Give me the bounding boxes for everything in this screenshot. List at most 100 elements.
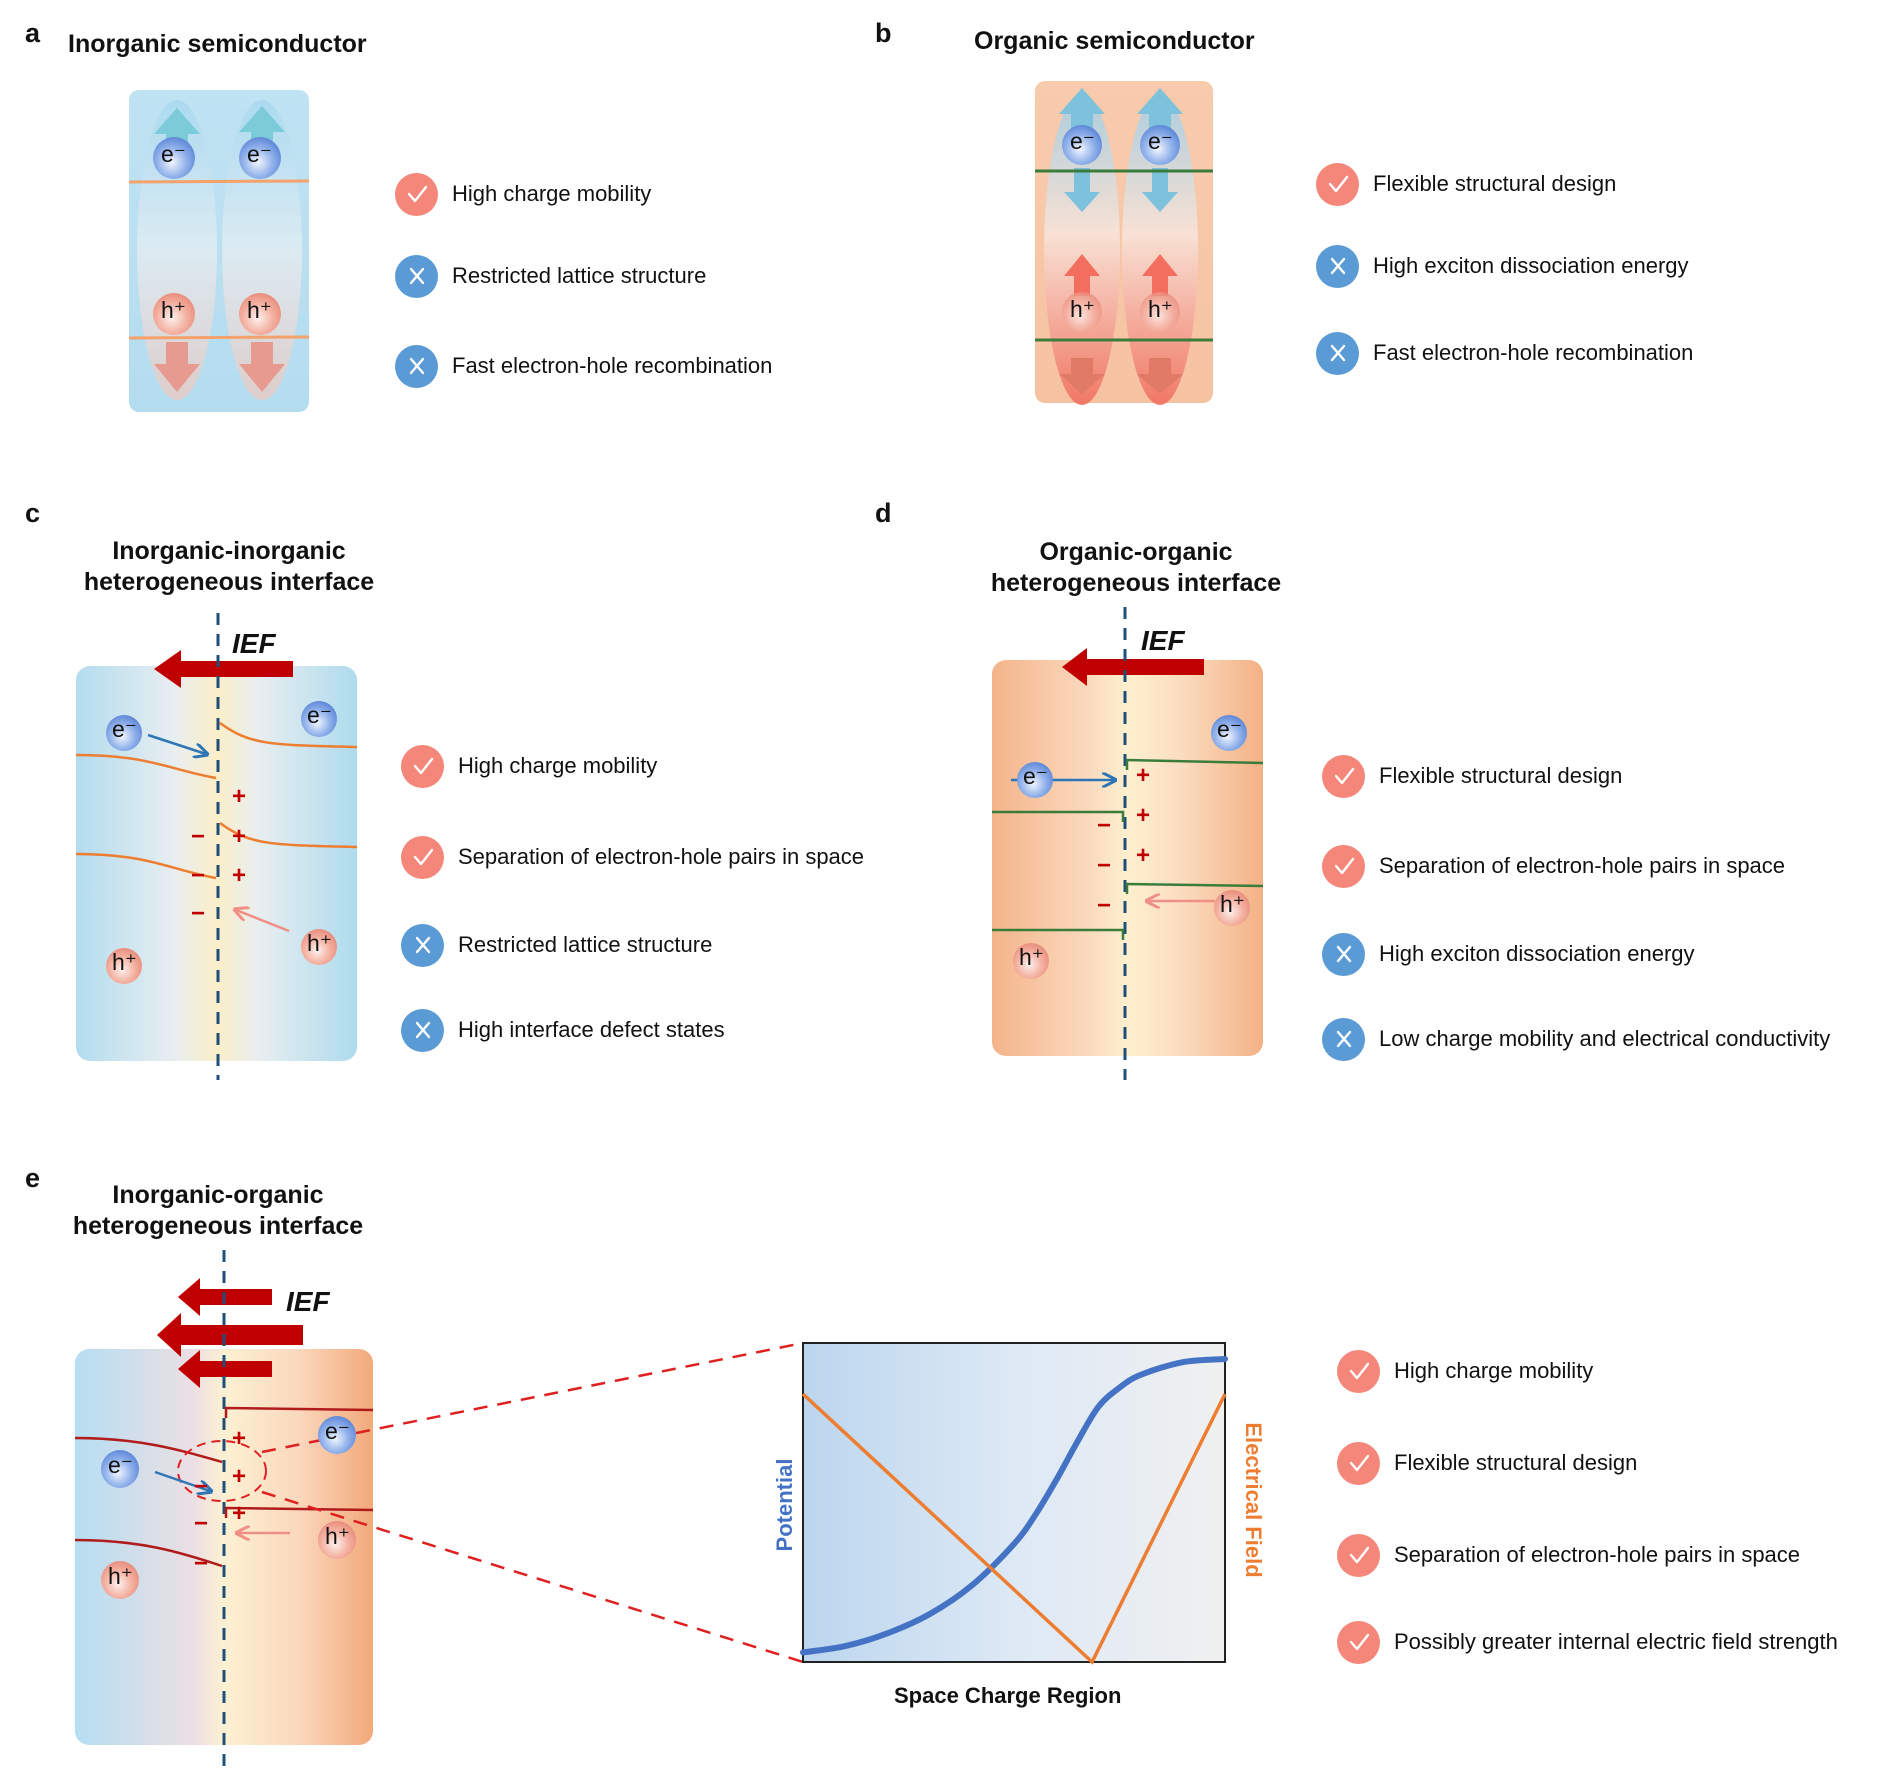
panel-e-item: Flexible structural design — [1337, 1440, 1637, 1486]
check-icon — [1316, 162, 1359, 206]
electron-label: e⁻ — [1148, 128, 1173, 154]
internal-electric-field-arrow — [178, 1350, 272, 1388]
panel-e-diagram — [74, 1250, 804, 1770]
panel-a-item: Restricted lattice structure — [395, 253, 706, 299]
check-icon — [1322, 754, 1365, 798]
zoom-callout-line — [261, 1341, 804, 1454]
electron — [153, 137, 195, 179]
positive-charge: + — [232, 1425, 247, 1452]
up-arrow-icon — [154, 108, 200, 150]
panel-label-c: c — [25, 498, 41, 528]
positive-charge: + — [232, 1500, 247, 1527]
electron — [106, 715, 142, 751]
panel-label-e: e — [25, 1163, 41, 1193]
panel-e-title: Inorganic-organic heterogeneous interfac… — [68, 1180, 368, 1243]
item-text: Separation of electron-hole pairs in spa… — [1379, 853, 1786, 878]
item-text: Low charge mobility and electrical condu… — [1379, 1026, 1831, 1051]
panel-label-d: d — [875, 498, 892, 528]
band-line — [224, 1406, 374, 1418]
check-icon — [395, 172, 438, 216]
electron-label: e⁻ — [325, 1418, 350, 1444]
band-line — [219, 721, 358, 749]
panel-d-title-line2: heterogeneous interface — [990, 569, 1282, 598]
panel-b-item: Fast electron-hole recombination — [1316, 330, 1693, 376]
cross-icon — [395, 344, 438, 388]
internal-electric-field-arrow — [1062, 648, 1204, 686]
panel-d-item: Flexible structural design — [1322, 753, 1622, 799]
electron — [318, 1416, 356, 1454]
hole-label: h⁺ — [325, 1523, 350, 1549]
cross-icon — [401, 1008, 444, 1052]
electron-label: e⁻ — [1070, 128, 1095, 154]
inorganic-inorganic-box — [76, 666, 357, 1061]
down-arrow-icon — [239, 342, 285, 392]
item-text: High exciton dissociation energy — [1379, 941, 1695, 966]
band-line — [1125, 882, 1264, 894]
panel-a-title: Inorganic semiconductor — [68, 30, 367, 58]
panel-label-a: a — [25, 18, 41, 48]
positive-charge: + — [1136, 762, 1151, 789]
electron-drift-arrow — [154, 1470, 210, 1491]
panel-a-diagram — [128, 90, 310, 412]
electron — [1017, 762, 1053, 798]
hole-label: h⁺ — [247, 297, 272, 323]
panel-b-diagram — [1035, 81, 1213, 405]
panel-e-item: High charge mobility — [1337, 1348, 1593, 1394]
organic-organic-box — [992, 660, 1263, 1056]
hole — [1140, 292, 1180, 332]
electron — [1211, 715, 1247, 751]
exciton-ellipse — [222, 100, 302, 400]
cross-icon — [1316, 331, 1359, 375]
panel-c-title-line2: heterogeneous interface — [83, 568, 375, 597]
hole — [153, 293, 195, 335]
electron-label: e⁻ — [108, 1452, 133, 1478]
negative-charge: − — [191, 862, 206, 889]
item-text: Flexible structural design — [1373, 171, 1617, 196]
hole-label: h⁺ — [161, 297, 186, 323]
panel-label-b: b — [875, 18, 892, 48]
ief-label: IEF — [1141, 625, 1185, 656]
down-arrow-icon — [1137, 358, 1183, 394]
hole — [1013, 943, 1049, 979]
check-icon — [401, 744, 444, 788]
panel-e-item: Separation of electron-hole pairs in spa… — [1337, 1532, 1800, 1578]
down-arrow-icon — [1142, 168, 1178, 212]
item-text: Fast electron-hole recombination — [452, 353, 773, 378]
chart-plot-area — [802, 1342, 1226, 1663]
electron-label: e⁻ — [247, 141, 272, 167]
negative-charge: − — [1097, 852, 1112, 879]
band-line — [75, 852, 217, 880]
down-arrow-icon — [1059, 358, 1105, 394]
band-line — [75, 753, 217, 780]
hole — [239, 293, 281, 335]
item-text: Fast electron-hole recombination — [1373, 340, 1694, 365]
item-text: Separation of electron-hole pairs in spa… — [458, 844, 865, 869]
ief-label: IEF — [286, 1286, 330, 1317]
panel-e-title-line2: heterogeneous interface — [72, 1212, 364, 1241]
panel-c-item: Separation of electron-hole pairs in spa… — [401, 834, 864, 880]
item-text: Possibly greater internal electric field… — [1394, 1629, 1838, 1654]
up-arrow-icon — [1137, 88, 1183, 132]
panel-b-title: Organic semiconductor — [974, 27, 1255, 55]
item-text: Flexible structural design — [1394, 1450, 1638, 1475]
up-arrow-icon — [1064, 254, 1100, 296]
hole — [318, 1521, 356, 1559]
hole — [101, 1561, 139, 1599]
panel-c-title-line1: Inorganic-inorganic — [112, 537, 346, 565]
panel-d-title-line1: Organic-organic — [1039, 538, 1233, 566]
down-arrow-icon — [1064, 168, 1100, 212]
negative-charge: − — [194, 1473, 209, 1500]
band-line — [74, 1436, 223, 1464]
hole-label: h⁺ — [307, 930, 332, 956]
check-icon — [1322, 844, 1365, 888]
electron-label: e⁻ — [112, 716, 137, 742]
positive-charge: + — [1136, 802, 1151, 829]
electron-drift-arrow — [147, 733, 206, 754]
band-line — [224, 1506, 374, 1518]
band-line — [74, 1538, 223, 1568]
negative-charge: − — [1097, 812, 1112, 839]
cross-icon — [401, 923, 444, 967]
hole-label: h⁺ — [1148, 296, 1173, 322]
hole-label: h⁺ — [1019, 944, 1044, 970]
